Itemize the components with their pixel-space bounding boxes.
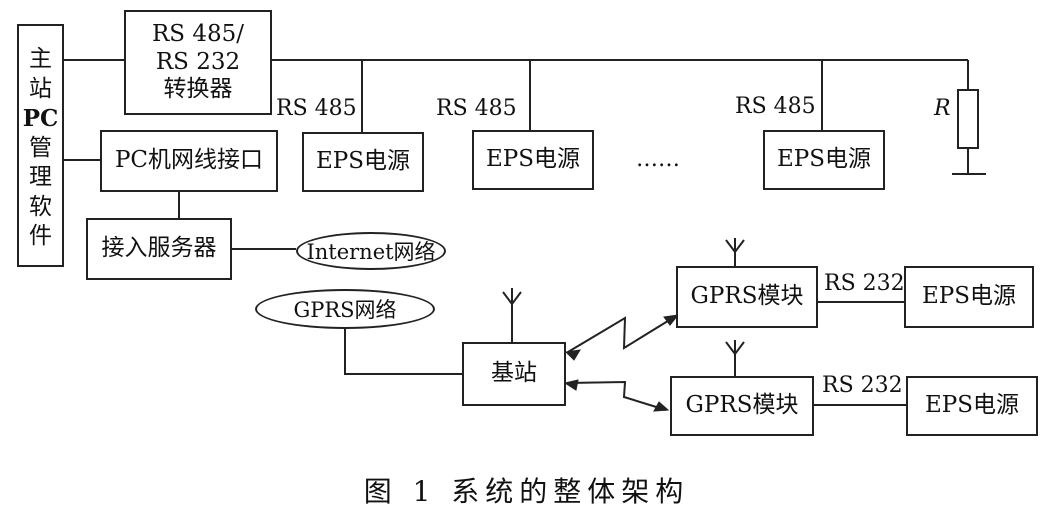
rs485-label-1: RS 485	[276, 96, 357, 121]
master-line-4: 管	[29, 134, 52, 161]
ellipsis-dots: ……	[636, 147, 680, 172]
gprs-module-box-2: GPRS模块	[670, 376, 814, 436]
converter-line-1: RS 485/	[151, 21, 245, 48]
rs485-rs232-converter-box: RS 485/ RS 232 转换器	[124, 10, 272, 115]
base-station-box: 基站	[462, 342, 566, 406]
master-line-3: PC	[22, 105, 59, 133]
master-line-2: 站	[29, 75, 52, 102]
gprs-module-box-1: GPRS模块	[676, 266, 818, 328]
internet-network-ellipse: Internet网络	[296, 232, 446, 270]
rs232-label-1: RS 232	[824, 271, 905, 296]
figure-caption: 图 1 系统的整体架构	[363, 475, 690, 508]
access-server-box: 接入服务器	[86, 218, 232, 280]
rs485-label-3: RS 485	[735, 94, 816, 119]
master-pc-software-box: 主 站 PC 管 理 软 件	[17, 24, 64, 267]
converter-line-2: RS 232	[155, 48, 241, 75]
converter-line-3: 转换器	[163, 76, 233, 103]
eps-power-box-4: EPS电源	[904, 266, 1034, 328]
gprs-network-ellipse: GPRS网络	[255, 289, 435, 329]
master-line-5: 理	[29, 164, 52, 191]
rs485-label-2: RS 485	[436, 96, 517, 121]
pc-nic-interface-box: PC机网线接口	[100, 130, 278, 192]
eps-power-box-1: EPS电源	[302, 132, 424, 192]
master-line-6: 软	[29, 193, 52, 220]
eps-power-box-5: EPS电源	[906, 376, 1038, 436]
master-line-1: 主	[29, 46, 52, 73]
rs232-label-2: RS 232	[822, 373, 903, 398]
eps-power-box-3: EPS电源	[763, 130, 885, 190]
resistor-label: R	[934, 96, 951, 121]
eps-power-box-2: EPS电源	[472, 130, 594, 190]
master-line-7: 件	[29, 223, 52, 250]
